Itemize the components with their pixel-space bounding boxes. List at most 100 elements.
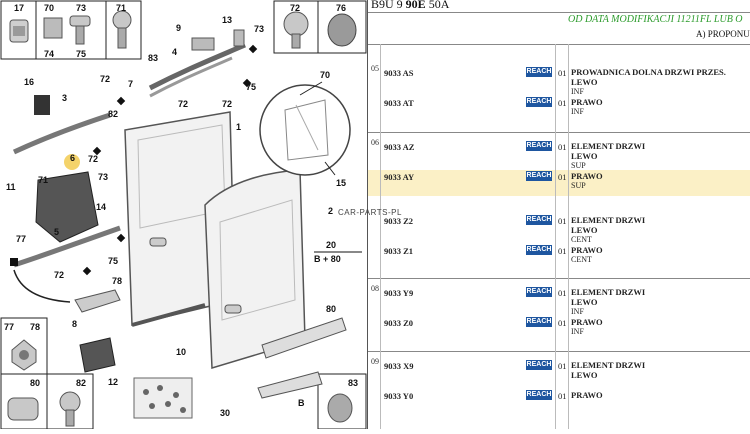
part-position: SUP bbox=[571, 161, 586, 170]
svg-text:72: 72 bbox=[88, 154, 98, 164]
svg-text:7: 7 bbox=[128, 79, 133, 89]
part-number[interactable]: 9033 Y9 bbox=[384, 288, 414, 298]
rail-5 bbox=[13, 225, 121, 268]
quantity: 01 bbox=[558, 172, 567, 182]
svg-text:10: 10 bbox=[176, 347, 186, 357]
part-side: LEWO bbox=[571, 77, 598, 87]
upper-rail-83 bbox=[148, 42, 246, 91]
reach-badge: REACH bbox=[526, 67, 552, 77]
svg-text:14: 14 bbox=[96, 202, 106, 212]
svg-text:2: 2 bbox=[328, 206, 333, 216]
part-position: INF bbox=[571, 107, 584, 116]
svg-text:75: 75 bbox=[246, 82, 256, 92]
part-side: LEWO bbox=[571, 370, 598, 380]
watermark: CAR-PARTS-PL bbox=[338, 208, 402, 217]
quantity: 01 bbox=[558, 391, 567, 401]
quantity: 01 bbox=[558, 288, 567, 298]
svg-text:20: 20 bbox=[326, 240, 336, 250]
reach-badge: REACH bbox=[526, 287, 552, 297]
bracket-8 bbox=[74, 289, 121, 313]
svg-text:72: 72 bbox=[54, 270, 64, 280]
part-side: LEWO bbox=[571, 151, 598, 161]
group-number: 06 bbox=[371, 138, 379, 147]
svg-text:B: B bbox=[298, 398, 305, 408]
svg-text:11: 11 bbox=[6, 182, 16, 192]
reach-badge: REACH bbox=[526, 97, 552, 107]
svg-text:77: 77 bbox=[16, 234, 26, 244]
svg-text:1: 1 bbox=[236, 122, 241, 132]
quantity: 01 bbox=[558, 246, 567, 256]
svg-text:70: 70 bbox=[44, 3, 54, 13]
svg-text:75: 75 bbox=[76, 49, 86, 59]
part-number[interactable]: 9033 AS bbox=[384, 68, 414, 78]
catalog-reference: B9U 9 90E 50A bbox=[371, 0, 450, 11]
svg-text:3: 3 bbox=[62, 93, 67, 103]
svg-text:82: 82 bbox=[108, 109, 118, 119]
svg-text:75: 75 bbox=[108, 256, 118, 266]
group-number: 05 bbox=[371, 64, 379, 73]
svg-text:4: 4 bbox=[172, 47, 177, 57]
part-number[interactable]: 9033 Z1 bbox=[384, 246, 414, 256]
part-side: LEWO bbox=[571, 297, 598, 307]
svg-text:5: 5 bbox=[54, 227, 59, 237]
fastener-box-bottom-left bbox=[0, 317, 94, 430]
part-title: ELEMENT DRZWI bbox=[571, 141, 646, 151]
part-side: PRAWO bbox=[571, 97, 603, 107]
quantity: 01 bbox=[558, 98, 567, 108]
svg-text:80: 80 bbox=[326, 304, 336, 314]
bracket-9 bbox=[191, 37, 215, 51]
group-number: 09 bbox=[371, 357, 379, 366]
part-number[interactable]: 9033 AY bbox=[384, 172, 415, 182]
part-12 bbox=[79, 337, 116, 373]
reach-badge: REACH bbox=[526, 245, 552, 255]
part-side: LEWO bbox=[571, 225, 598, 235]
bracket-13 bbox=[233, 29, 245, 47]
part-position: CENT bbox=[571, 235, 592, 244]
part-description: PRAWO bbox=[571, 390, 603, 400]
part-number[interactable]: 9033 AZ bbox=[384, 142, 415, 152]
bracket-11 bbox=[35, 171, 99, 243]
svg-text:83: 83 bbox=[148, 53, 158, 63]
quantity: 01 bbox=[558, 68, 567, 78]
part-title: ELEMENT DRZWI bbox=[571, 287, 646, 297]
quantity: 01 bbox=[558, 318, 567, 328]
door-panel-2 bbox=[204, 169, 306, 369]
svg-text:76: 76 bbox=[336, 3, 346, 13]
svg-text:73: 73 bbox=[76, 3, 86, 13]
part-number[interactable]: 9033 Z0 bbox=[384, 318, 414, 328]
svg-text:72: 72 bbox=[178, 99, 188, 109]
svg-text:80: 80 bbox=[30, 378, 40, 388]
part-number[interactable]: 9033 X9 bbox=[384, 361, 414, 371]
part-number[interactable]: 9033 AT bbox=[384, 98, 414, 108]
part-number[interactable]: 9033 Z2 bbox=[384, 216, 414, 226]
part-title: ELEMENT DRZWI bbox=[571, 360, 646, 370]
parts-list-panel: B9U 9 90E 50A OD DATA MODIFIKACJI 11211F… bbox=[368, 0, 750, 429]
svg-text:72: 72 bbox=[290, 3, 300, 13]
svg-text:17: 17 bbox=[14, 3, 24, 13]
svg-text:15: 15 bbox=[336, 178, 346, 188]
part-side: PRAWO bbox=[571, 317, 603, 327]
svg-text:6: 6 bbox=[70, 153, 75, 163]
highlight-6 bbox=[64, 154, 80, 170]
part-number[interactable]: 9033 Y0 bbox=[384, 391, 414, 401]
proposal-note: A) PROPONU bbox=[696, 29, 750, 39]
svg-text:30: 30 bbox=[220, 408, 230, 418]
svg-text:71: 71 bbox=[38, 175, 48, 185]
part-position: INF bbox=[571, 87, 584, 96]
